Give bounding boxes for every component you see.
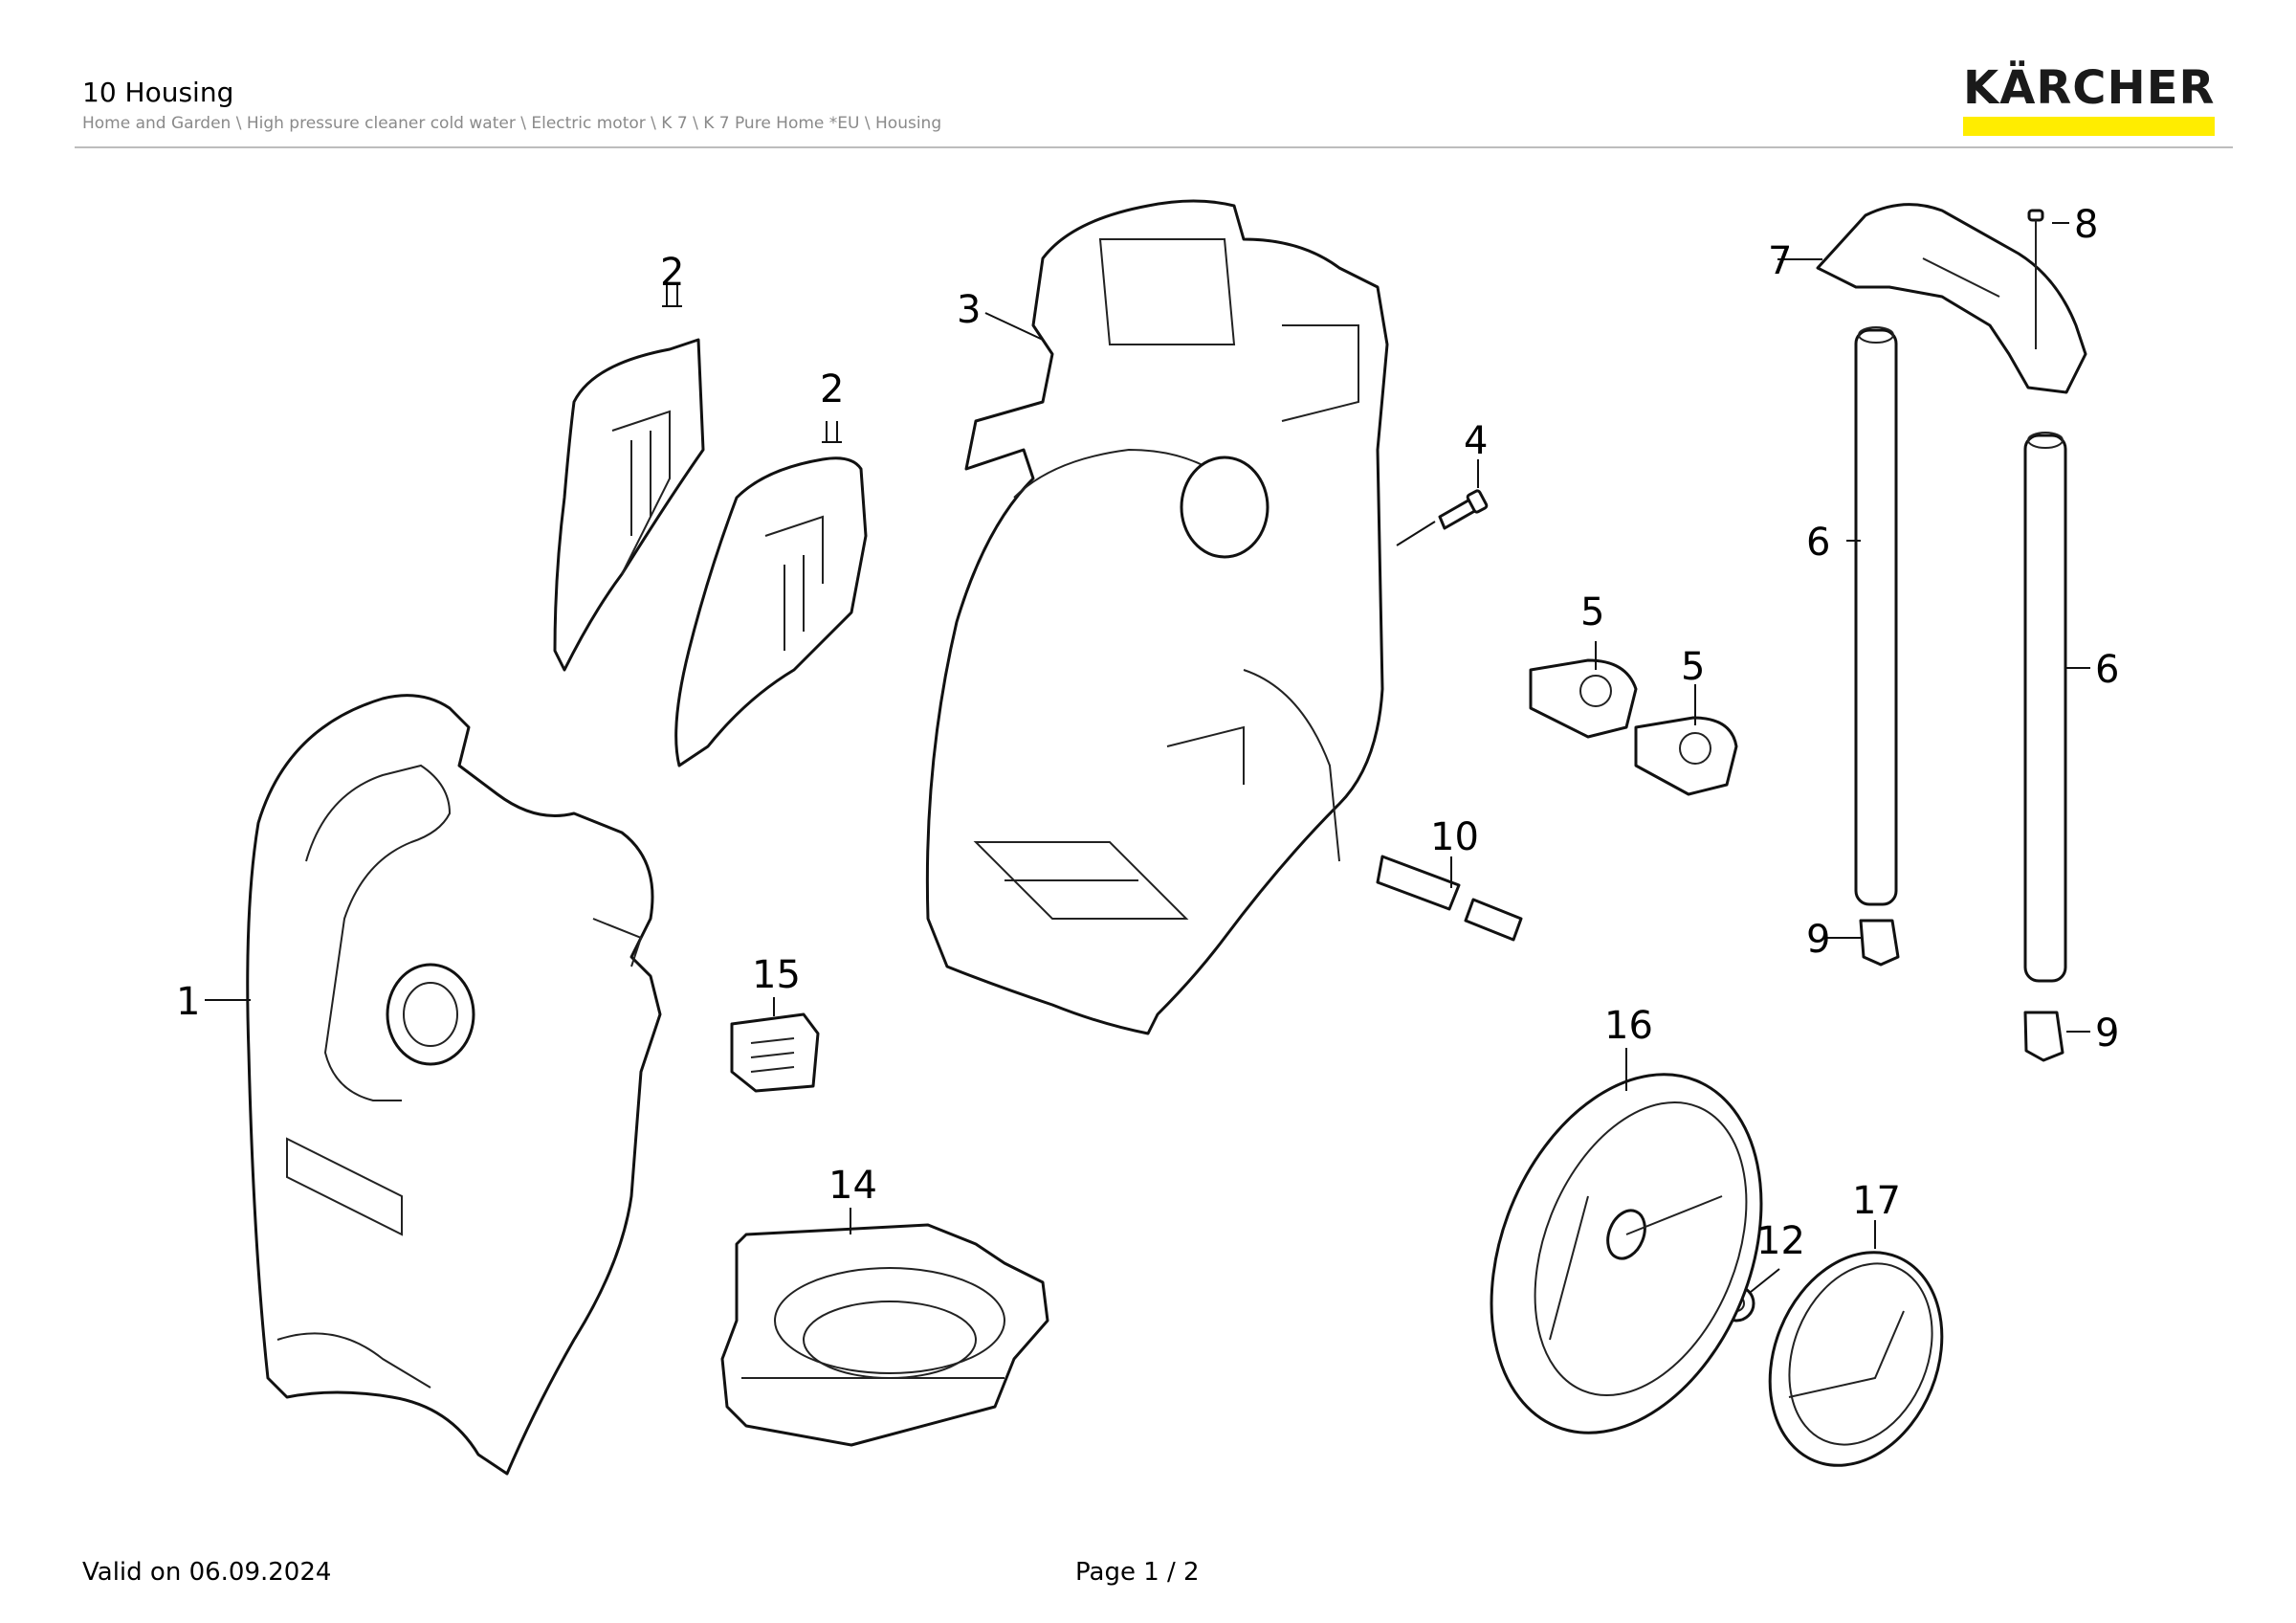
part-14-base-tray (720, 1223, 1049, 1447)
part-8-screw (2027, 209, 2044, 349)
callout-14: 14 (828, 1164, 877, 1208)
callout-10: 10 (1430, 815, 1479, 859)
callout-7: 7 (1768, 239, 1792, 283)
callout-3: 3 (957, 288, 981, 332)
callout-17: 17 (1852, 1179, 1901, 1223)
part-17-hubcap (1768, 1251, 1944, 1467)
callout-4: 4 (1464, 419, 1488, 463)
callout-8: 8 (2074, 203, 2098, 247)
karcher-logo: KÄRCHER (1963, 63, 2215, 136)
logo-yellow-bar (1963, 117, 2215, 136)
part-15-filter (730, 1012, 820, 1093)
callout-9-left: 9 (1806, 918, 1830, 962)
leader-lines (205, 222, 2090, 1293)
part-5-clip-a (1529, 658, 1638, 739)
part-9-foot-left (1859, 919, 1900, 967)
callout-labels: 1 2 2 3 4 5 5 6 6 7 8 9 9 10 12 14 15 16… (176, 203, 2119, 1263)
callout-2-right: 2 (820, 367, 844, 411)
callout-5-a: 5 (1580, 590, 1604, 634)
callout-5-b: 5 (1681, 645, 1705, 689)
part-5-clip-b (1634, 716, 1738, 796)
callout-9-right: 9 (2095, 1012, 2119, 1056)
callout-2-left: 2 (660, 251, 684, 295)
part-2-side-cover-left (553, 338, 705, 672)
page-number: Page 1 / 2 (1075, 1558, 1200, 1587)
callout-15: 15 (752, 953, 801, 997)
callout-1: 1 (176, 980, 200, 1024)
part-4-screw (1438, 489, 1489, 530)
part-2-side-cover-right (674, 456, 868, 767)
part-10-axle (1376, 855, 1523, 942)
page-title: 10 Housing (82, 77, 234, 108)
part-9-foot-right (2023, 1011, 2064, 1062)
part-16-wheel (1490, 1073, 1763, 1434)
callout-16: 16 (1604, 1004, 1653, 1048)
callout-12: 12 (1756, 1219, 1805, 1263)
part-6-tube-right (2023, 432, 2067, 983)
callout-6-right: 6 (2095, 648, 2119, 692)
part-1-front-cover (246, 694, 662, 1476)
part-3-main-frame (925, 199, 1389, 1035)
callout-6-left: 6 (1806, 521, 1830, 565)
breadcrumb: Home and Garden \ High pressure cleaner … (82, 114, 942, 133)
valid-date: Valid on 06.09.2024 (82, 1558, 332, 1587)
header-divider (75, 146, 2233, 148)
logo-wordmark: KÄRCHER (1963, 61, 2216, 115)
part-6-tube-left (1854, 326, 1898, 906)
